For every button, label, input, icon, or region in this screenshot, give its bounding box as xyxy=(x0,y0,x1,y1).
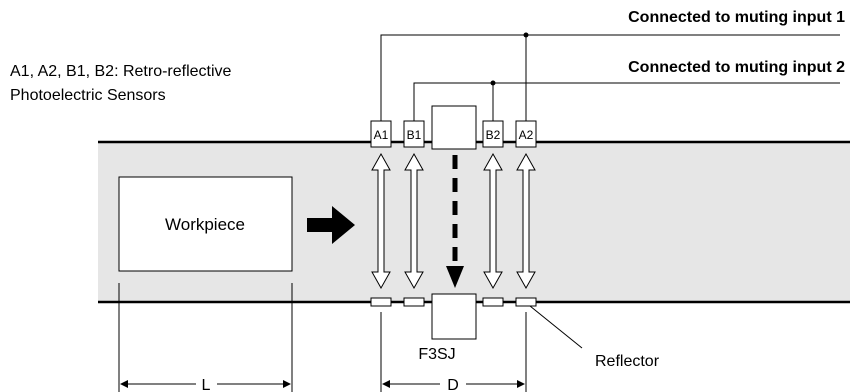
reflector-b2 xyxy=(482,297,504,307)
dimension-l-label: L xyxy=(202,377,211,392)
sensor-a1: A1 xyxy=(370,120,392,148)
dimension-l xyxy=(118,283,293,392)
direction-arrow xyxy=(307,206,355,244)
sensor-a2: A2 xyxy=(515,120,537,148)
workpiece-box xyxy=(118,176,293,272)
wiring-input-2 xyxy=(413,82,840,121)
sensor-b1: B1 xyxy=(403,120,425,148)
beam-arrow-a1 xyxy=(371,152,391,290)
sensor-b2: B2 xyxy=(482,120,504,148)
reflector-a1 xyxy=(370,297,392,307)
sensor-a1-label: A1 xyxy=(374,128,389,142)
f3sj-emitter xyxy=(431,105,477,150)
f3sj-label: F3SJ xyxy=(418,346,455,363)
dimension-d-label: D xyxy=(447,377,459,392)
legend-line-2: Photoelectric Sensors xyxy=(10,87,166,104)
workpiece-label: Workpiece xyxy=(165,215,245,234)
f3sj-receiver xyxy=(431,293,477,340)
reflector-label: Reflector xyxy=(595,353,660,370)
reflector-leader-line xyxy=(529,305,583,349)
beam-arrow-b1 xyxy=(404,152,424,290)
connection-label-input-2: Connected to muting input 2 xyxy=(628,59,845,76)
connection-label-input-1: Connected to muting input 1 xyxy=(628,9,845,26)
dimension-d xyxy=(380,312,527,392)
sensor-b1-label: B1 xyxy=(407,128,422,142)
junction-dot-input-1 xyxy=(523,32,529,38)
junction-dot-input-2 xyxy=(490,80,496,86)
sensor-b2-label: B2 xyxy=(486,128,501,142)
wiring-input-1 xyxy=(380,34,840,121)
beam-arrows xyxy=(371,152,536,290)
beam-arrow-a2 xyxy=(516,152,536,290)
f3sj-detection-arrow xyxy=(446,155,464,288)
sensor-a2-label: A2 xyxy=(519,128,534,142)
legend-line-1: A1, A2, B1, B2: Retro-reflective xyxy=(10,63,232,80)
reflector-a2 xyxy=(515,297,537,307)
beam-arrow-b2 xyxy=(483,152,503,290)
reflector-b1 xyxy=(403,297,425,307)
